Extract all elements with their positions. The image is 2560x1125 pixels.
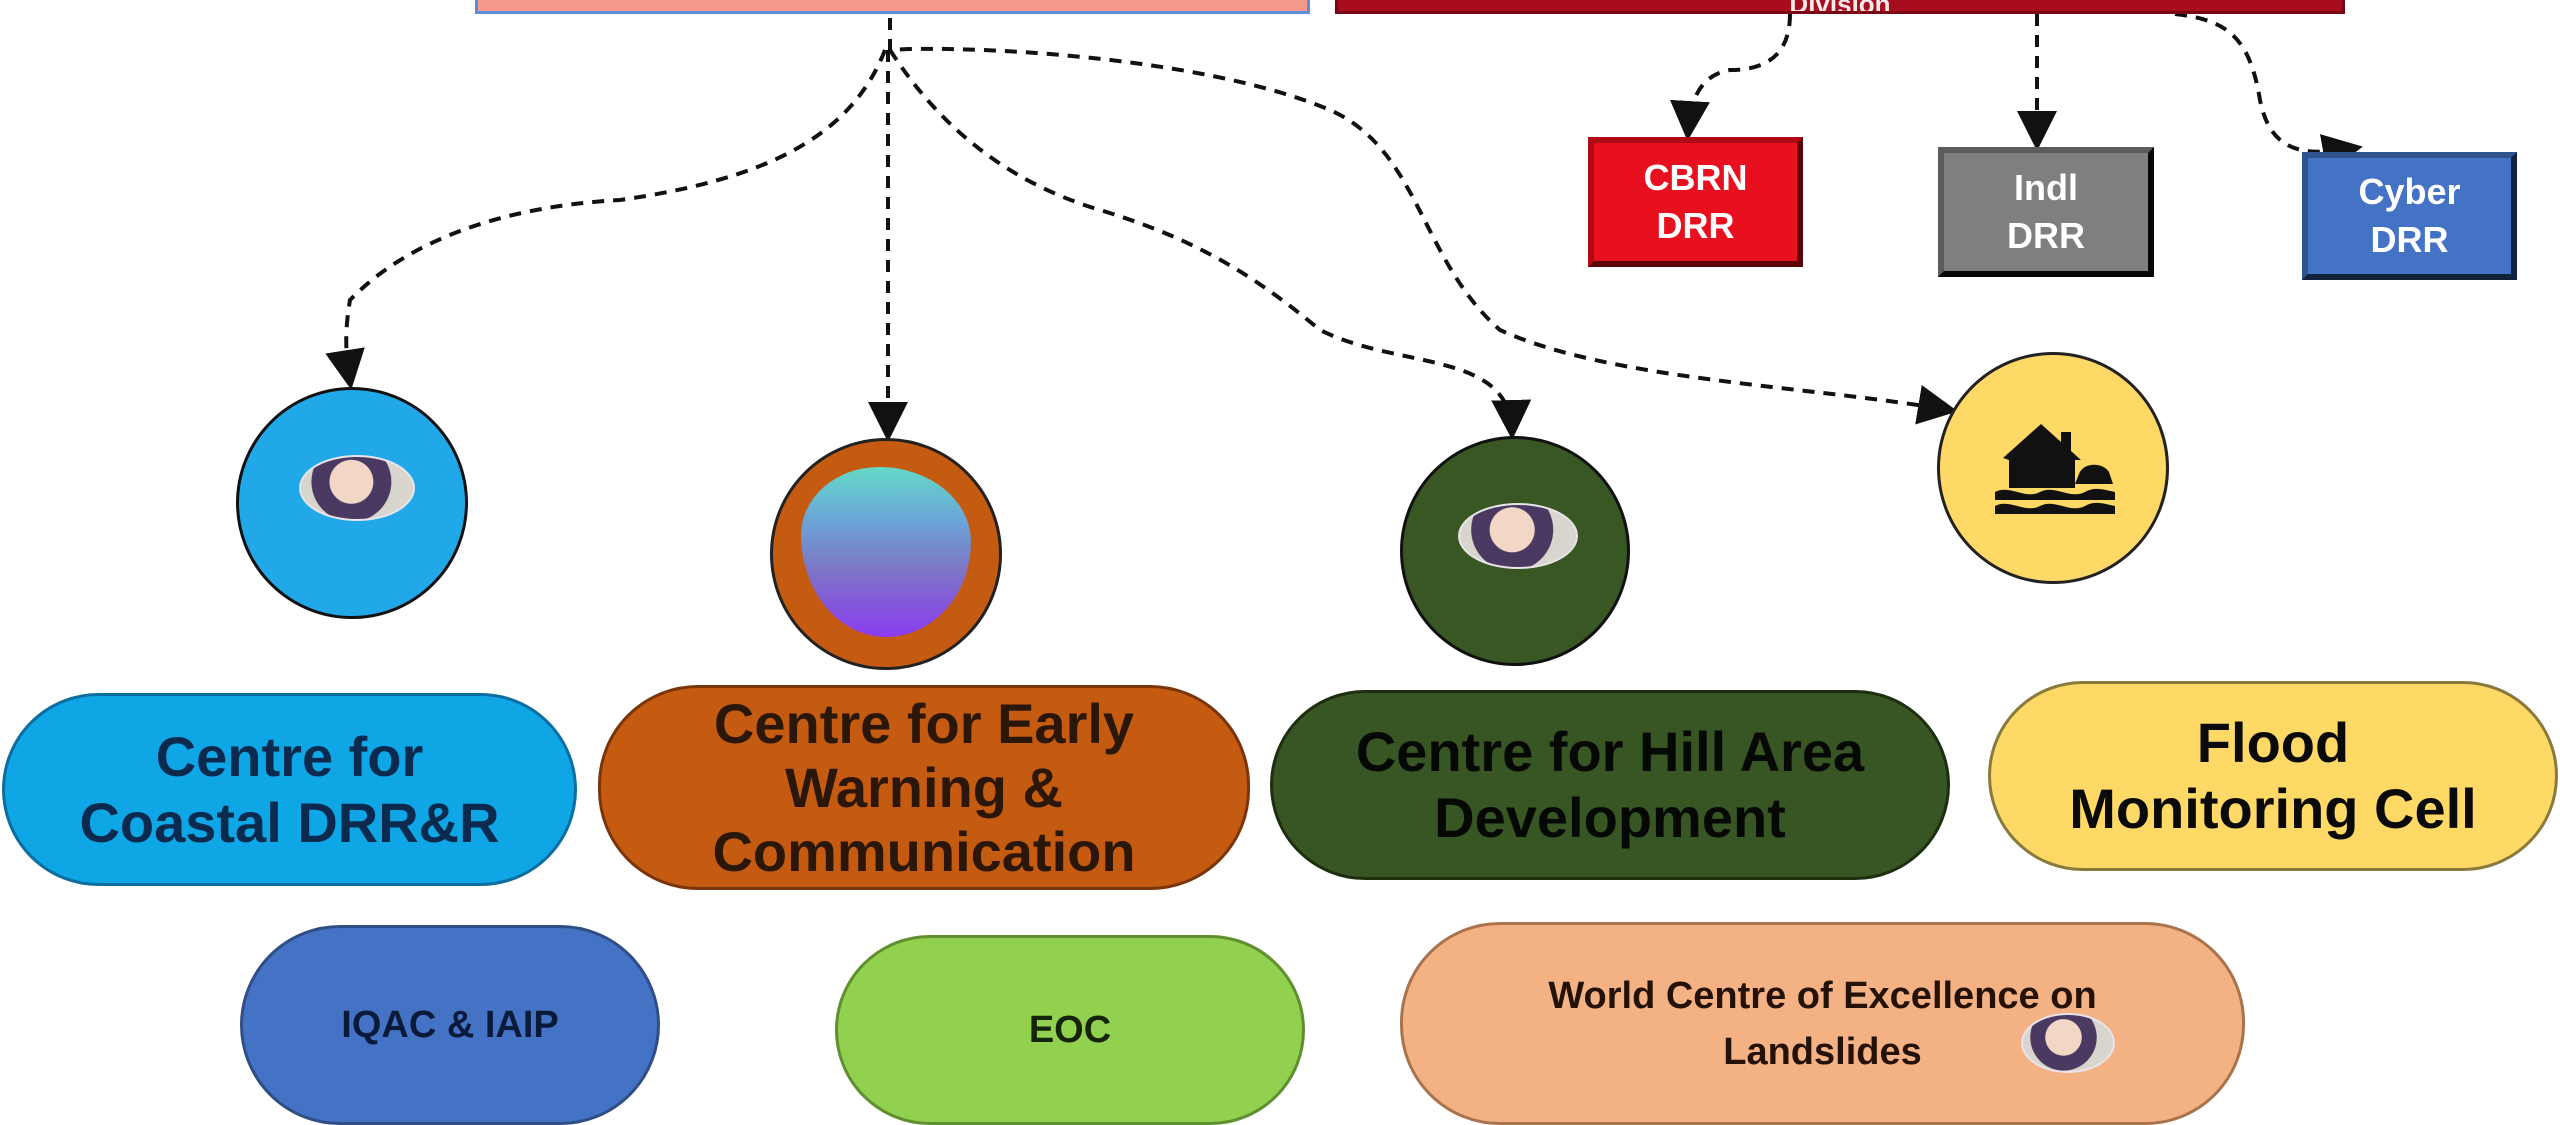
connector-to-hill-area bbox=[888, 48, 1532, 440]
flood-line1: Flood bbox=[2196, 711, 2350, 774]
centre-hill-area-pill: Centre for Hill Area Development bbox=[1270, 690, 1950, 880]
centre-hill-line1: Centre for Hill Area bbox=[1355, 720, 1865, 783]
connector-to-flood-monitoring bbox=[888, 18, 1958, 425]
person-photo-icon bbox=[299, 455, 415, 521]
wce-line1: World Centre of Excellence on bbox=[1548, 974, 2097, 1017]
connector-to-coastal bbox=[325, 49, 887, 390]
coastal-centre-icon-circle bbox=[236, 387, 468, 619]
cyber-drr-line1: Cyber bbox=[2358, 171, 2461, 212]
iqac-label: IQAC & IAIP bbox=[341, 1003, 559, 1046]
hill-area-icon-circle bbox=[1400, 436, 1630, 666]
indl-drr-line1: Indl bbox=[2014, 167, 2078, 208]
cyber-drr-box: Cyber DRR bbox=[2302, 152, 2517, 280]
eoc-label: EOC bbox=[1028, 1008, 1112, 1051]
cyber-drr-line2: DRR bbox=[2370, 219, 2449, 260]
indl-drr-line2: DRR bbox=[2007, 215, 2085, 256]
connector-to-cyber bbox=[2174, 12, 2363, 174]
centre-hill-line2: Development bbox=[1434, 786, 1786, 849]
centre-early-warning-pill: Centre for Early Warning & Communication bbox=[598, 685, 1250, 890]
gradient-blob-icon bbox=[801, 467, 971, 637]
cbrn-drr-box: CBRN DRR bbox=[1588, 137, 1803, 267]
flood-line2: Monitoring Cell bbox=[2069, 777, 2477, 840]
indl-drr-box: Indl DRR bbox=[1938, 147, 2154, 277]
flood-monitoring-icon-circle bbox=[1937, 352, 2169, 584]
centre-early-line2: Warning & bbox=[785, 755, 1063, 819]
centre-coastal-line2: Coastal DRR&R bbox=[79, 790, 500, 854]
centre-coastal-line1: Centre for bbox=[155, 724, 424, 788]
cbrn-drr-line2: DRR bbox=[1656, 205, 1735, 246]
iqac-iaip-pill: IQAC & IAIP bbox=[240, 925, 660, 1125]
early-warning-icon-circle bbox=[770, 438, 1002, 670]
cbrn-drr-line1: CBRN bbox=[1643, 157, 1748, 198]
centre-early-line3: Communication bbox=[712, 819, 1136, 883]
person-photo-icon bbox=[1458, 503, 1578, 569]
division-label: Division bbox=[1789, 0, 1890, 11]
world-centre-landslides-pill: World Centre of Excellence on Landslides bbox=[1400, 922, 2245, 1125]
person-photo-icon bbox=[2021, 1013, 2115, 1073]
connector-to-cbrn bbox=[1669, 13, 1792, 141]
wce-line2: Landslides bbox=[1723, 1030, 1922, 1073]
parent-node-left bbox=[475, 0, 1310, 14]
flood-monitoring-cell-pill: Flood Monitoring Cell bbox=[1988, 681, 2558, 871]
parent-node-division: Division bbox=[1335, 0, 2345, 14]
eoc-pill: EOC bbox=[835, 935, 1305, 1125]
centre-early-line1: Centre for Early bbox=[713, 691, 1135, 755]
centre-coastal-drr-pill: Centre for Coastal DRR&R bbox=[2, 693, 577, 886]
flooded-house-icon bbox=[1995, 424, 2115, 514]
